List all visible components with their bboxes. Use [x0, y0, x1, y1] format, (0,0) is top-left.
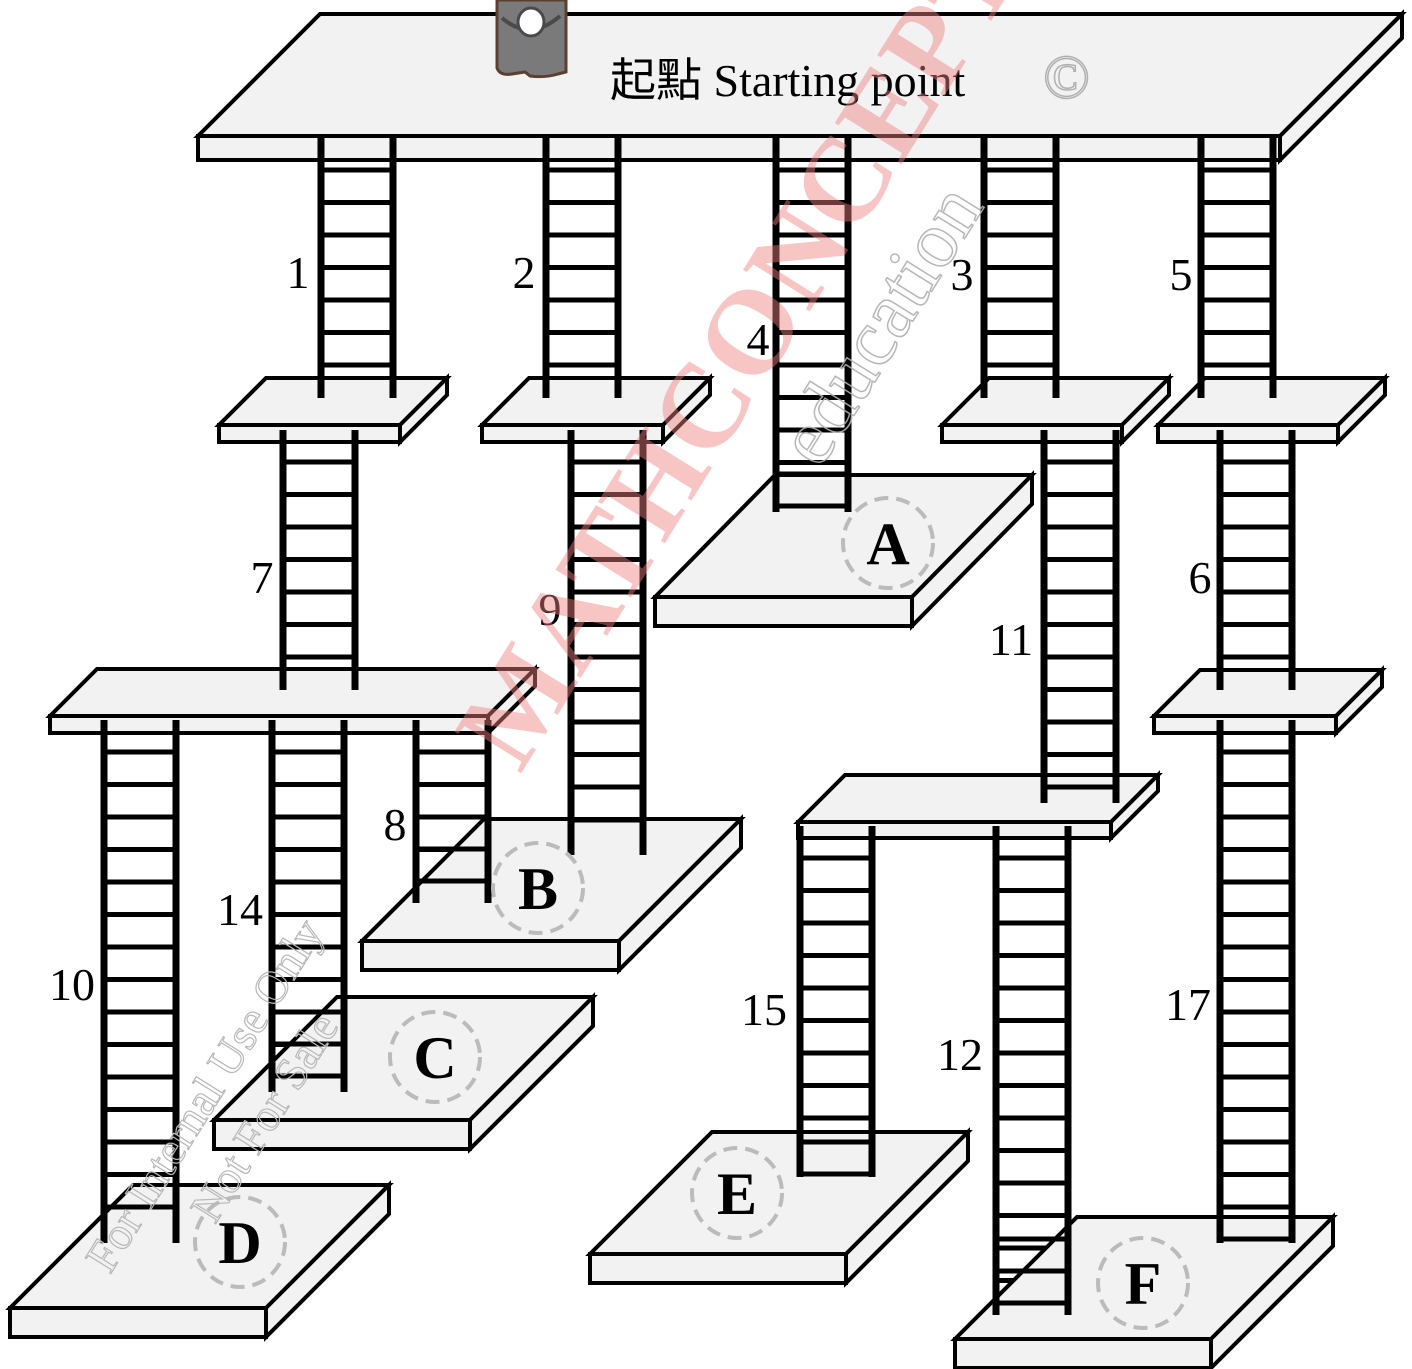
destination-E: E: [690, 1146, 784, 1240]
destination-B-label: B: [518, 856, 558, 922]
ladder-3: [980, 138, 1060, 398]
destination-F-label: F: [1125, 1251, 1162, 1317]
destination-E-label: E: [717, 1161, 757, 1227]
ladder-12-foot: [992, 1218, 1072, 1315]
destination-A-label: A: [866, 511, 909, 577]
ladder-label-14: 14: [217, 884, 263, 935]
ladder-5: [1197, 138, 1277, 398]
ladder-10: [100, 720, 180, 1243]
ladder-8-foot: [412, 818, 492, 903]
ladder-9-foot: [567, 817, 647, 855]
floor-platforms-layer: [5, 470, 1338, 1369]
ladder-11: [1040, 430, 1120, 803]
destination-F-ring: [1096, 1236, 1190, 1330]
ladder-2: [542, 138, 622, 398]
ladder-label-10: 10: [49, 959, 95, 1010]
destination-F: F: [1096, 1236, 1190, 1330]
ladder-label-5: 5: [1170, 249, 1193, 300]
floor-F: [950, 1212, 1338, 1369]
destination-B: B: [491, 841, 585, 935]
ladder-4: [772, 138, 852, 512]
destination-badges-layer: A B C D E F: [193, 496, 1190, 1330]
platform-ladder-1-base: [214, 373, 452, 447]
destination-E-ring: [690, 1146, 784, 1240]
ladder-6: [1216, 430, 1296, 690]
platforms-layer: [45, 9, 1407, 843]
ladder-15: [796, 826, 876, 1177]
ladder-label-6: 6: [1189, 552, 1212, 603]
watermark-copyright: ©: [1043, 44, 1090, 112]
destination-D-label: D: [218, 1210, 261, 1276]
ladder-label-8: 8: [384, 799, 407, 850]
start-label: 起點 Starting point: [610, 55, 965, 106]
ladder-label-9: 9: [539, 584, 562, 635]
destination-C: C: [388, 1010, 482, 1104]
floor-A: [650, 470, 1037, 631]
ladder-label-3: 3: [951, 249, 974, 300]
ladder-label-4: 4: [747, 314, 770, 365]
platform-ladder-11-base: [793, 770, 1163, 843]
character-figure: [495, 0, 568, 79]
destination-A-ring: [841, 496, 935, 590]
platform-ladder-3-base: [937, 373, 1174, 447]
destination-D: D: [193, 1195, 287, 1289]
ladder-15-foot: [796, 1132, 876, 1177]
destination-D-ring: [193, 1195, 287, 1289]
ladder-label-17: 17: [1165, 979, 1211, 1030]
platform-ladder-5-base: [1153, 373, 1390, 447]
ladder-17-foot: [1216, 1218, 1296, 1243]
destination-C-ring: [388, 1010, 482, 1104]
ladder-1: [317, 138, 397, 398]
floor-C: [209, 992, 598, 1154]
ladder-label-12: 12: [937, 1029, 983, 1080]
ladder-4-foot: [772, 470, 852, 512]
ladder-label-2: 2: [513, 247, 536, 298]
ladder-label-15: 15: [741, 984, 787, 1035]
destination-B-ring: [491, 841, 585, 935]
watermark: MATHCONCEPT education © For Internal Use…: [75, 0, 1091, 1281]
floor-E: [585, 1127, 973, 1288]
ladder-14-foot: [268, 996, 348, 1092]
destination-C-label: C: [413, 1025, 456, 1091]
ladder-17: [1216, 720, 1296, 1243]
destination-A: A: [841, 496, 935, 590]
platform-ladder-6-base: [1149, 665, 1387, 738]
ladder-label-1: 1: [287, 247, 310, 298]
ladder-10-foot: [100, 1185, 180, 1243]
floor-D: [5, 1180, 394, 1342]
ladder-label-11: 11: [989, 614, 1033, 665]
ladder-7: [279, 430, 359, 690]
ladder-label-7: 7: [251, 552, 274, 603]
